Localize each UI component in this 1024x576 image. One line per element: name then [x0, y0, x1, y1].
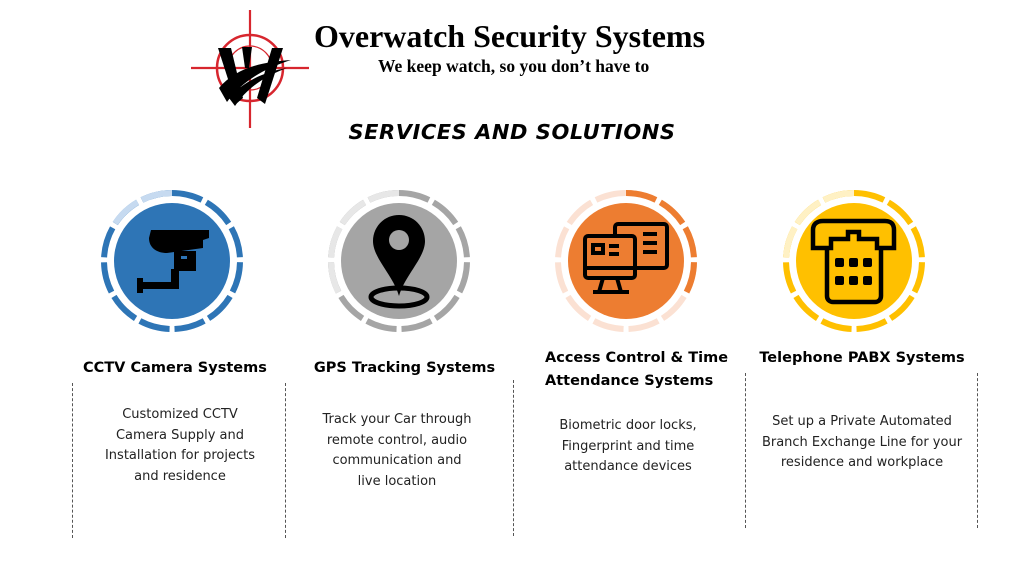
crosshair-w-logo-icon — [191, 10, 309, 128]
access-control-badge — [555, 190, 698, 332]
monitor-id-card-icon — [583, 222, 669, 294]
cctv-badge — [101, 189, 243, 332]
section-title: SERVICES AND SOLUTIONS — [348, 120, 676, 144]
service-description-cctv: Customized CCTV Camera Supply and Instal… — [104, 407, 256, 484]
service-description-gps: Track your Car through remote control, a… — [322, 412, 472, 489]
divider-line — [72, 383, 73, 538]
divider-line — [513, 380, 514, 536]
divider-line — [745, 373, 746, 528]
service-title-cctv: CCTV Camera Systems — [83, 360, 267, 376]
cctv-camera-icon — [137, 230, 209, 293]
location-pin-icon — [368, 215, 430, 309]
telephone-badge — [783, 190, 925, 332]
service-title-gps: GPS Tracking Systems — [313, 360, 496, 376]
service-description-telephone: Set up a Private Automated Branch Exchan… — [761, 414, 963, 470]
company-name: Overwatch Security Systems — [314, 18, 706, 54]
gps-badge — [327, 190, 470, 332]
service-title-telephone: Telephone PABX Systems — [759, 350, 965, 366]
divider-line — [285, 383, 286, 538]
service-description-access-control: Biometric door locks, Fingerprint and ti… — [559, 418, 697, 474]
divider-line — [977, 373, 978, 528]
service-title-access-control: Access Control & Time Attendance Systems — [545, 350, 729, 389]
company-tagline: We keep watch, so you don’t have to — [378, 56, 650, 76]
telephone-keypad-icon — [810, 218, 897, 305]
